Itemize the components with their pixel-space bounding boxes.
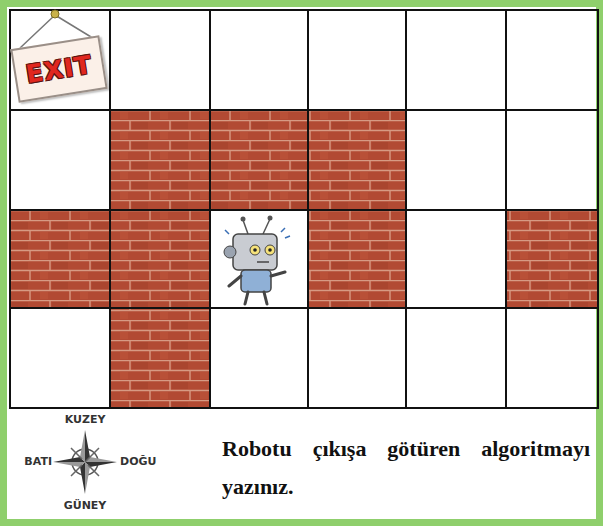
- task-text: Robotu çıkışa götüren algoritmayı yazını…: [222, 430, 590, 506]
- compass-west: BATI: [24, 455, 52, 468]
- frame: [4, 4, 600, 523]
- compass-south: GÜNEY: [64, 499, 107, 512]
- exit-label: EXIT: [24, 49, 94, 88]
- robot: [224, 216, 290, 305]
- compass-north: KUZEY: [65, 413, 106, 426]
- compass-rose: [53, 430, 117, 494]
- brick-walls: [10, 110, 598, 408]
- grid: [10, 10, 598, 408]
- compass-east: DOĞU: [120, 455, 156, 468]
- exit-sign: EXIT: [10, 35, 107, 102]
